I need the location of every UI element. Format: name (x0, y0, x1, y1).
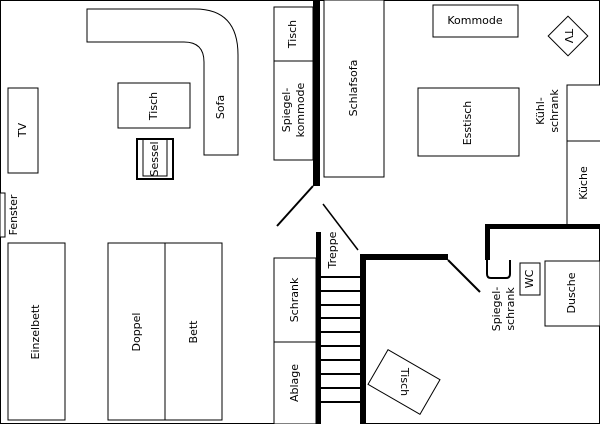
armchair-label: Sessel (148, 141, 161, 176)
shelf-label: Ablage (288, 364, 301, 402)
mirror-dresser-label-1: Spiegel- (280, 88, 293, 133)
wardrobe-label: Schrank (288, 277, 301, 322)
tv-right: TV (547, 15, 589, 57)
wardrobe: Schrank (273, 257, 317, 343)
window-label: Fenster (7, 194, 20, 235)
mirror-cabinet-label-2: schrank (504, 287, 517, 331)
sofa-label: Sofa (214, 95, 227, 119)
door-swing-stair (322, 203, 359, 251)
window: Fenster (0, 192, 20, 238)
toilet: WC (519, 262, 541, 296)
table-bottom-label: Tisch (398, 367, 411, 396)
small-table: Tisch (117, 82, 191, 129)
double-bed-label-left: Doppel (130, 313, 143, 352)
double-bed-label-right: Bett (187, 320, 200, 344)
dining-table-label: Esstisch (461, 101, 474, 146)
shower: Dusche (544, 260, 600, 327)
refrigerator-label-1: Kühl- (534, 97, 547, 125)
refrigerator-label-2: schrank (548, 89, 561, 133)
armchair: Sessel (136, 138, 174, 180)
double-bed: Doppel Bett (107, 242, 223, 421)
wall-bathroom-left (485, 224, 490, 260)
stairs-label: Treppe (326, 231, 339, 269)
table-bottom: Tisch (367, 348, 441, 416)
corner-sofa: Sofa (86, 8, 239, 156)
tv-left: TV (7, 87, 39, 174)
dresser: Kommode (432, 4, 519, 38)
shower-label: Dusche (565, 272, 578, 313)
table-top-label: Tisch (286, 20, 299, 49)
shelf: Ablage (273, 341, 317, 424)
dresser-label: Kommode (447, 14, 503, 27)
single-bed: Einzelbett (7, 242, 66, 421)
tv-left-label: TV (16, 122, 29, 138)
toilet-label: WC (523, 269, 536, 288)
table-top: Tisch (273, 6, 314, 62)
small-table-label: Tisch (147, 92, 160, 121)
single-bed-label: Einzelbett (29, 304, 42, 360)
sofa-bed: Schlafsofa (323, 0, 385, 178)
dining-table: Esstisch (417, 87, 520, 157)
wall-stair-right (360, 254, 366, 424)
sofa-bed-label: Schlafsofa (347, 60, 360, 117)
stairs: Treppe (321, 231, 360, 424)
refrigerator: Kühl- schrank (534, 84, 600, 142)
door-swing-left (276, 185, 314, 227)
tv-right-label: TV (562, 28, 575, 44)
mirror-cabinet: Spiegel- schrank (486, 260, 517, 332)
wall-stair-left (316, 232, 321, 424)
kitchen-label: Küche (577, 166, 590, 200)
mirror-dresser-label-2: kommode (294, 82, 307, 137)
wall-lower-horizontal (360, 254, 448, 260)
wall-bathroom-top (485, 224, 600, 229)
mirror-dresser: Spiegel- kommode (273, 60, 314, 161)
mirror-cabinet-label-1: Spiegel- (490, 287, 503, 332)
wall-upper-middle (313, 0, 320, 186)
kitchen-counter: Küche (566, 140, 600, 226)
door-swing-right (447, 259, 481, 293)
